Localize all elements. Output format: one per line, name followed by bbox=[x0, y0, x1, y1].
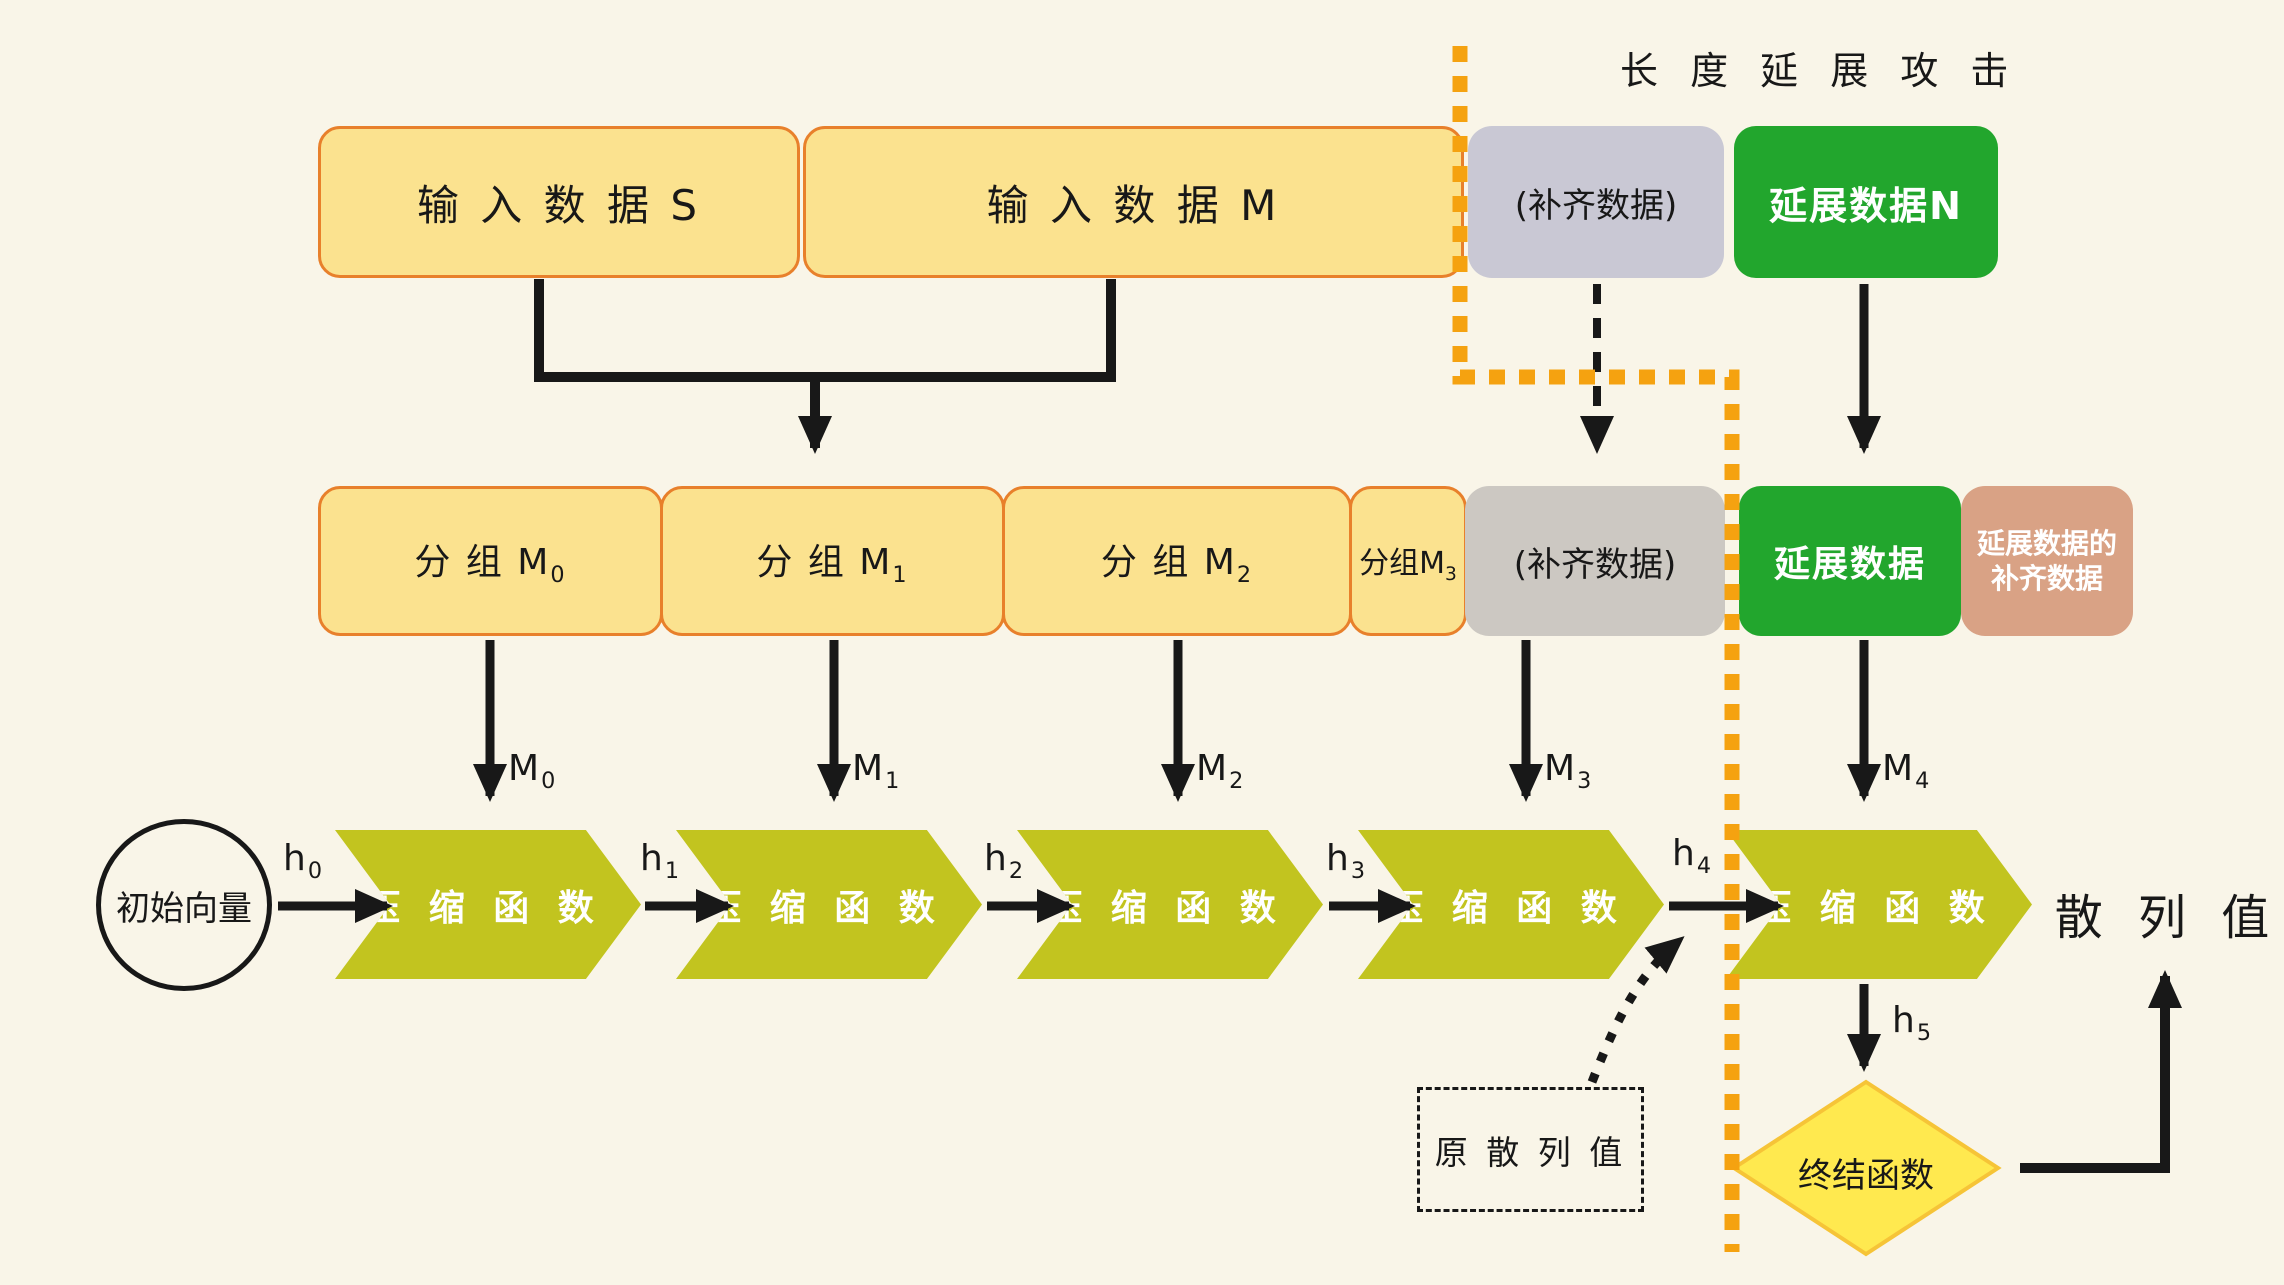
label-m2: M2 bbox=[1196, 748, 1246, 795]
label-m4: M4 bbox=[1882, 748, 1932, 795]
original-hash-box: 原 散 列 值 bbox=[1417, 1087, 1644, 1212]
initial-vector-label: 初始向量 bbox=[116, 888, 252, 929]
box-padding-data-row2: (补齐数据) bbox=[1465, 486, 1725, 636]
original-hash-dotted-arrow bbox=[1587, 936, 1685, 1084]
label-h0: h0 bbox=[283, 838, 325, 885]
box-group-m1: 分 组 M1 bbox=[660, 486, 1005, 636]
label-m3: M3 bbox=[1544, 748, 1594, 795]
box-extension-padding: 延展数据的 补齐数据 bbox=[1961, 486, 2133, 636]
box-group-m3: 分组M3 bbox=[1349, 486, 1467, 636]
output-arrow bbox=[2020, 970, 2182, 1173]
box-group-m2-label: 分 组 M2 bbox=[1100, 542, 1254, 589]
box-group-m3-label: 分组M3 bbox=[1359, 545, 1457, 585]
box-extension-padding-line1: 延展数据的 bbox=[1976, 527, 2117, 560]
compression-chevron-5-label: 压 缩 函 数 bbox=[1755, 887, 1993, 929]
box-input-data-s: 输 入 数 据 S bbox=[318, 126, 800, 278]
box-padding-data-row2-label: (补齐数据) bbox=[1513, 544, 1677, 585]
label-m0: M0 bbox=[508, 748, 558, 795]
diagram-title: 长 度 延 展 攻 击 bbox=[1620, 49, 2019, 93]
label-h1: h1 bbox=[640, 838, 682, 885]
box-extension-data-n: 延展数据N bbox=[1734, 126, 1998, 278]
merge-bracket-line bbox=[534, 279, 1116, 382]
label-h3: h3 bbox=[1326, 838, 1368, 885]
compression-chevron-4: 压 缩 函 数 bbox=[1358, 830, 1664, 979]
hash-value-label: 散 列 值 bbox=[2054, 890, 2280, 946]
initial-vector-circle: 初始向量 bbox=[96, 819, 272, 991]
label-h2: h2 bbox=[984, 838, 1026, 885]
label-h5: h5 bbox=[1892, 1000, 1934, 1047]
box-extension-data-n-label: 延展数据N bbox=[1769, 183, 1963, 228]
compression-chevron-4-label: 压 缩 函 数 bbox=[1387, 887, 1625, 929]
label-h4: h4 bbox=[1672, 833, 1714, 880]
box-extension-padding-line2: 补齐数据 bbox=[1990, 562, 2103, 595]
compression-chevron-5: 压 缩 函 数 bbox=[1726, 830, 2032, 979]
final-function-diamond bbox=[1730, 1079, 2002, 1257]
box-group-m0: 分 组 M0 bbox=[318, 486, 663, 636]
box-extension-data-label: 延展数据 bbox=[1773, 544, 1926, 585]
box-group-m2: 分 组 M2 bbox=[1002, 486, 1352, 636]
box-padding-data-top-label: (补齐数据) bbox=[1514, 185, 1678, 226]
compression-chevron-3-label: 压 缩 函 数 bbox=[1046, 887, 1284, 929]
box-group-m0-label: 分 组 M0 bbox=[414, 542, 567, 589]
label-m1: M1 bbox=[852, 748, 902, 795]
final-function-label: 终结函数 bbox=[1798, 1156, 1934, 1196]
box-padding-data-top: (补齐数据) bbox=[1468, 126, 1724, 278]
compression-chevron-2-label: 压 缩 函 数 bbox=[705, 887, 943, 929]
box-input-data-s-label: 输 入 数 据 S bbox=[416, 180, 702, 230]
original-hash-label: 原 散 列 值 bbox=[1434, 1132, 1627, 1172]
box-group-m1-label: 分 组 M1 bbox=[756, 542, 909, 589]
box-input-data-m: 输 入 数 据 M bbox=[803, 126, 1464, 278]
box-extension-data: 延展数据 bbox=[1739, 486, 1961, 636]
attack-boundary-line bbox=[1452, 46, 1740, 1252]
compression-chevron-1-label: 压 缩 函 数 bbox=[364, 887, 602, 929]
box-input-data-m-label: 输 入 数 据 M bbox=[986, 180, 1281, 230]
